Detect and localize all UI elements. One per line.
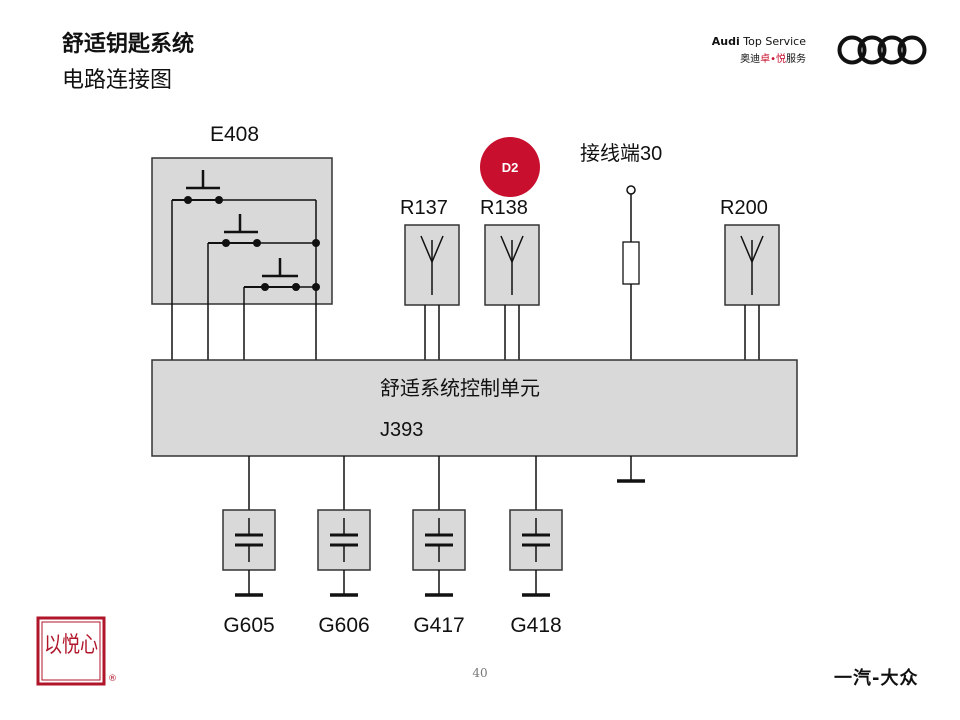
terminal-30-label: 接线端30 — [580, 142, 662, 165]
capacitor-label-g418: G418 — [510, 614, 561, 637]
antenna-r138 — [484, 224, 540, 360]
antenna-r200 — [724, 224, 780, 360]
capacitor-g417 — [412, 456, 466, 597]
page-number: 40 — [472, 666, 488, 680]
faw-vw-logo: 一汽-大众 — [834, 668, 919, 689]
top-service-text: Top Service — [743, 35, 806, 48]
brand-cn-dot: • — [770, 54, 776, 65]
brand-cn-prefix: 奥迪 — [740, 54, 761, 65]
brand-cn-red2: 悦 — [776, 54, 786, 65]
audi-top-service-logo: Audi Top Service 奥迪卓•悦服务 — [694, 35, 806, 65]
brand-cn-red1: 卓 — [760, 54, 771, 65]
capacitor-g418 — [509, 456, 563, 597]
audi-rings-logo — [837, 35, 927, 65]
antenna-label-r137: R137 — [400, 197, 448, 219]
antenna-label-r200: R200 — [720, 197, 768, 219]
antenna-r137 — [404, 224, 460, 360]
capacitor-label-g606: G606 — [318, 614, 369, 637]
seal-logo: 以悦心 — [36, 616, 106, 686]
capacitor-g606 — [317, 456, 371, 597]
terminal-30-fuse — [622, 185, 640, 360]
capacitor-g605 — [222, 456, 276, 597]
switch-unit-label: E408 — [210, 123, 259, 146]
ground-symbol — [617, 456, 645, 483]
brand-cn-suffix: 服务 — [786, 54, 806, 65]
d2-badge-label: D2 — [502, 160, 519, 175]
switch-unit-e408 — [151, 157, 333, 360]
control-unit-name: 舒适系统控制单元 — [380, 377, 540, 400]
capacitor-label-g417: G417 — [413, 614, 464, 637]
page-subtitle: 电路连接图 — [62, 68, 173, 93]
page-title: 舒适钥匙系统 — [62, 32, 195, 57]
control-unit-j393 — [151, 359, 798, 457]
registered-mark: ® — [108, 674, 117, 684]
seal-text: 以悦心 — [44, 633, 98, 658]
audi-wordmark: Audi — [711, 35, 740, 48]
antenna-label-r138: R138 — [480, 197, 528, 219]
control-unit-code: J393 — [380, 419, 423, 441]
d2-badge — [480, 137, 540, 197]
capacitor-label-g605: G605 — [223, 614, 274, 637]
